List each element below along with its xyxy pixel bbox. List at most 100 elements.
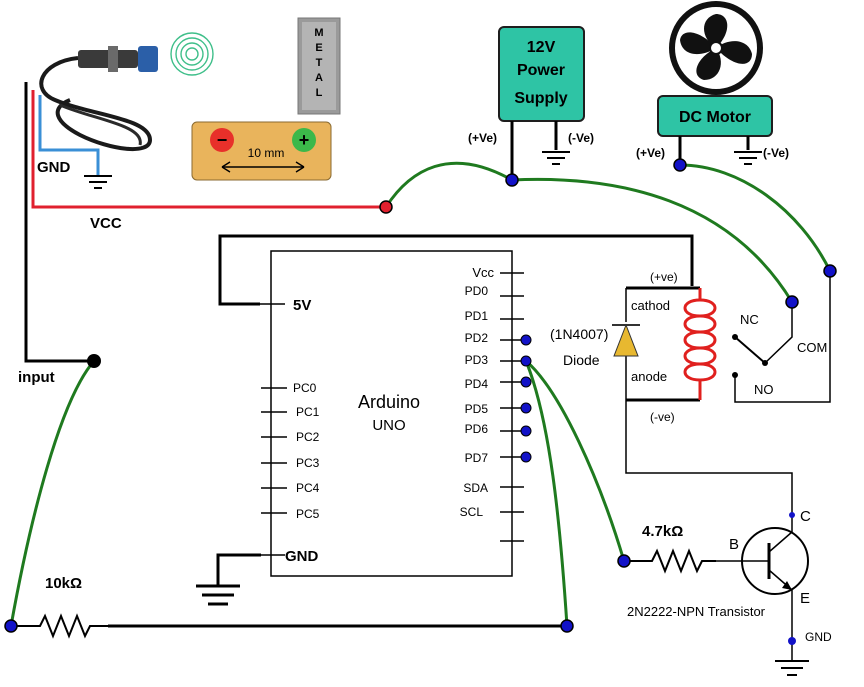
pin-5v-label: 5V xyxy=(293,297,311,314)
metal-letter: T xyxy=(316,57,323,69)
arduino-name: Arduino xyxy=(358,392,420,412)
motor-label: DC Motor xyxy=(679,109,751,126)
pin-vcc-label: Vcc xyxy=(472,265,494,280)
pin-pd4-label: PD4 xyxy=(465,377,489,391)
metal-letter: L xyxy=(316,87,323,99)
transistor-e-label: E xyxy=(800,590,810,607)
dc-motor: DC Motor (+Ve) (-Ve) xyxy=(636,1,789,165)
motor-to-com-wire xyxy=(679,163,832,272)
relay: (+ve) (-ve) cathod anode (1N4007) Diode … xyxy=(550,270,831,424)
vcc-node xyxy=(379,200,393,214)
plus-sign: + xyxy=(299,130,310,150)
sensor-input-label: input xyxy=(18,369,55,386)
pin-pc4-label: PC4 xyxy=(296,481,320,495)
pin-pd5-label: PD5 xyxy=(465,402,489,416)
pin-pd7-label: PD7 xyxy=(465,451,489,465)
range-text: 10 mm xyxy=(248,146,285,160)
power-supply-line3: Supply xyxy=(514,90,567,107)
transistor-b-label: B xyxy=(729,536,739,553)
proximity-sensor xyxy=(39,32,214,152)
pulldown-resistor: 10kΩ xyxy=(11,575,567,639)
pulldown-resistor-icon xyxy=(11,613,108,639)
pin-pd3-label: PD3 xyxy=(465,353,489,367)
base-resistor-icon xyxy=(624,548,716,574)
pin-pc1-label: PC1 xyxy=(296,405,320,419)
pin-gnd-label: GND xyxy=(285,548,319,565)
nodes xyxy=(4,158,837,645)
transistor-name: 2N2222-NPN Transistor xyxy=(627,604,766,619)
pulldown-resistor-label: 10kΩ xyxy=(45,575,82,592)
pd2-node xyxy=(520,334,532,346)
arduino-board xyxy=(270,250,513,577)
power-supply-line1: 12V xyxy=(527,39,556,56)
motor-neg-label: (-Ve) xyxy=(763,146,789,160)
pd5-node xyxy=(520,402,532,414)
range-arrow-right-icon xyxy=(295,161,305,173)
pin-pc0-label: PC0 xyxy=(293,381,317,395)
ps-pos-label: (+Ve) xyxy=(468,131,497,145)
minus-pole-icon xyxy=(210,128,234,152)
metal-letter: E xyxy=(315,42,322,54)
anode-label: anode xyxy=(631,369,667,384)
relay-com-contact xyxy=(762,360,768,366)
pd4-node xyxy=(520,376,532,388)
transistor-c-node xyxy=(789,512,795,518)
relay-no-label: NO xyxy=(754,382,774,397)
sensing-range: − + 10 mm xyxy=(191,121,332,181)
power-supply-line2: Power xyxy=(517,62,565,79)
pd3-to-base-wire xyxy=(525,359,626,562)
metal-letter: M xyxy=(314,27,323,39)
arduino-uno: Arduino UNO 5V GND Vcc PD0 PD1 PD2 PD3 P… xyxy=(260,250,524,577)
sensor-wires xyxy=(24,82,386,363)
pd7-node xyxy=(520,451,532,463)
arduino-ground-icon xyxy=(196,584,240,606)
relay-com-node xyxy=(823,264,837,278)
transistor-gnd-node xyxy=(788,637,796,645)
5v-to-relay-wire xyxy=(218,234,694,306)
sensor-cable xyxy=(39,56,153,152)
relay-com-wire xyxy=(764,302,793,364)
relay-nc-label: NC xyxy=(740,312,759,327)
base-node xyxy=(617,554,631,568)
vcc-to-ps-wire xyxy=(384,161,513,208)
diode-icon xyxy=(613,323,639,357)
metal-letter: A xyxy=(315,72,323,84)
pulldown-right-node xyxy=(560,619,574,633)
diode-label: Diode xyxy=(563,352,600,368)
sensor-head xyxy=(138,46,158,72)
base-resistor: 4.7kΩ xyxy=(624,523,716,574)
plus-pole-icon xyxy=(292,128,316,152)
npn-transistor: B C E 2N2222-NPN Transistor GND xyxy=(627,508,832,676)
ps-pos-node xyxy=(505,173,519,187)
diode-part-label: (1N4007) xyxy=(550,326,608,342)
sensing-field-icon xyxy=(170,32,214,76)
pulldown-left-node xyxy=(4,619,18,633)
relay-no-contact xyxy=(732,372,738,378)
pin-scl-label: SCL xyxy=(460,505,484,519)
pin-pc2-label: PC2 xyxy=(296,430,320,444)
minus-sign: − xyxy=(217,130,228,150)
sensor-ground-icon xyxy=(84,175,112,189)
pd6-node xyxy=(520,425,532,437)
emitter-arrow-icon xyxy=(782,581,792,590)
relay-com-label: COM xyxy=(797,340,827,355)
green-wires xyxy=(9,161,832,627)
power-supply-box xyxy=(498,26,585,122)
pd3-node xyxy=(520,355,532,367)
sensor-vcc-label: VCC xyxy=(90,215,122,232)
gnd-wire xyxy=(38,95,100,176)
arduino-model: UNO xyxy=(372,417,405,434)
relay-coil-icon xyxy=(683,288,717,400)
ps-ground-icon xyxy=(542,151,570,165)
transistor-collector-lead xyxy=(768,531,793,553)
relay-neg-label: (-ve) xyxy=(650,410,675,424)
motor-box xyxy=(657,95,773,137)
power-supply: 12V Power Supply (+Ve) (-Ve) xyxy=(468,26,594,180)
ps-neg-label: (-Ve) xyxy=(568,131,594,145)
relay-nc-node xyxy=(785,295,799,309)
left-pin-lines xyxy=(261,387,287,514)
pd4-to-gnd-wire xyxy=(524,360,569,627)
pin-pc5-label: PC5 xyxy=(296,507,320,521)
